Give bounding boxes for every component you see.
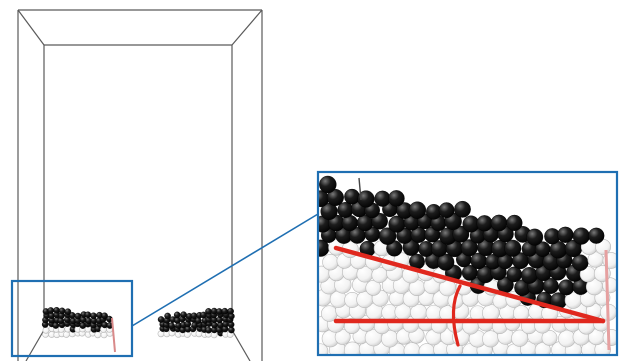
dark-particle <box>452 225 470 243</box>
dark-particle <box>58 307 66 315</box>
particle-container <box>17 9 263 361</box>
dark-particle <box>438 202 455 219</box>
dark-particle <box>164 312 171 320</box>
dark-particle <box>388 190 405 207</box>
dark-particle <box>205 326 212 334</box>
dark-particle <box>506 266 523 283</box>
dark-particle <box>504 239 522 257</box>
dark-particle <box>374 190 391 207</box>
dark-particle <box>378 227 397 245</box>
light-particle <box>94 331 102 339</box>
dark-particle <box>221 307 229 315</box>
corner-marker-left <box>111 317 116 353</box>
dark-particle <box>520 266 538 284</box>
dark-particle <box>53 306 60 314</box>
dark-particle <box>506 214 523 231</box>
dark-particle <box>157 316 165 323</box>
zoom-source-frame <box>10 279 134 358</box>
light-particle <box>534 342 551 355</box>
dark-particle <box>227 307 234 315</box>
dark-particle <box>319 175 337 194</box>
light-particle <box>42 326 50 334</box>
magnified-corner-marker <box>604 249 611 351</box>
light-particle <box>334 329 351 345</box>
container-corner-edge-top-left <box>17 9 45 46</box>
dark-particle <box>588 227 605 244</box>
container-corner-edge-bottom-right <box>231 329 251 361</box>
dark-particle <box>101 312 108 320</box>
dark-particle <box>47 307 55 314</box>
light-particle <box>403 342 421 355</box>
magnified-callout <box>316 170 619 357</box>
dark-particle <box>558 279 575 296</box>
dark-particle <box>180 311 187 319</box>
callout-connector-line <box>131 213 319 327</box>
left-particle-pile <box>41 306 114 339</box>
dark-particle <box>64 308 72 316</box>
light-particle <box>512 305 530 322</box>
dark-particle <box>90 312 97 320</box>
angle-arc <box>451 284 462 347</box>
dark-particle <box>437 253 455 271</box>
dark-particle <box>526 228 544 246</box>
right-particle-pile <box>157 307 235 339</box>
dark-particle <box>215 308 223 315</box>
inclined-surface-line <box>333 245 606 324</box>
dark-particle <box>173 311 181 319</box>
dark-particle <box>74 312 82 320</box>
light-particle <box>318 343 329 355</box>
container-corner-edge-top-right <box>231 9 263 46</box>
callout-frame <box>316 170 619 357</box>
dark-particle <box>190 312 198 320</box>
dark-particle <box>168 322 175 330</box>
dark-particle <box>326 189 344 206</box>
dark-particle <box>476 215 493 232</box>
dark-particle <box>490 214 508 232</box>
dark-particle <box>572 227 590 245</box>
dark-particle <box>344 188 360 205</box>
light-particle <box>418 343 435 355</box>
dark-particle <box>205 308 212 315</box>
dark-particle <box>408 201 427 219</box>
dark-particle <box>454 200 471 218</box>
dark-particle <box>84 311 92 319</box>
light-particle <box>482 330 500 348</box>
magnified-wall-edge <box>358 177 362 201</box>
light-particle <box>541 330 558 346</box>
dark-particle <box>557 226 574 243</box>
repose-angle-annotation <box>333 245 606 347</box>
light-particle <box>365 280 382 296</box>
dark-particle <box>357 190 375 208</box>
light-particle <box>322 254 339 271</box>
